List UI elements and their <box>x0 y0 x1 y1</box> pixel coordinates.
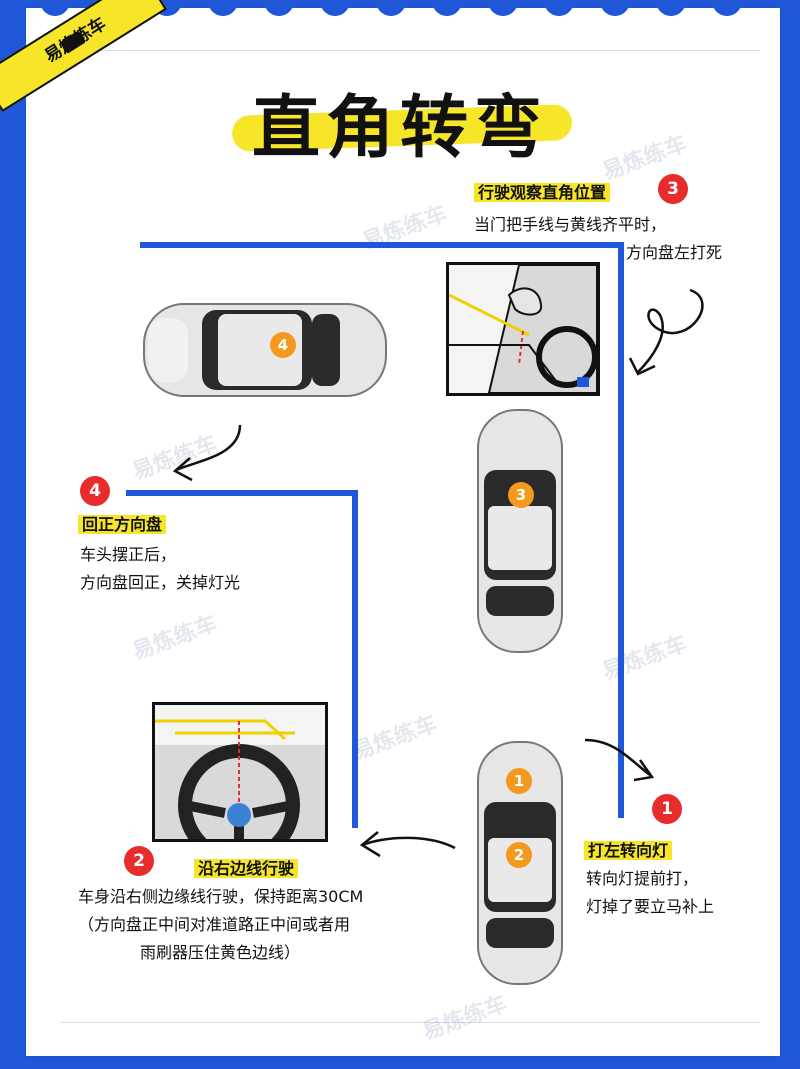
binder-hole <box>208 0 238 16</box>
arrow-step4 <box>175 424 242 472</box>
binder-hole <box>432 0 462 16</box>
arrowhead <box>172 457 193 482</box>
step-number: 3 <box>658 174 688 204</box>
car-top <box>143 303 387 397</box>
step-heading-text: 沿右边线行驶 <box>194 859 299 878</box>
step-heading-text: 打左转向灯 <box>584 841 673 860</box>
binder-hole <box>488 0 518 16</box>
path-line-top <box>140 242 624 248</box>
car-middle <box>477 409 563 653</box>
step-text: 车头摆正后， <box>80 545 177 564</box>
step-heading: 回正方向盘 <box>78 512 167 538</box>
step-heading: 沿右边线行驶 <box>194 856 299 882</box>
arrowhead <box>633 759 655 782</box>
page-title: 直角转弯 <box>251 89 548 168</box>
car-badge: 4 <box>270 332 296 358</box>
arrow-step1 <box>584 738 651 776</box>
step-text: 当门把手线与黄线齐平时， <box>474 215 667 234</box>
mirror-view-illustration <box>446 262 600 396</box>
step-text: 灯掉了要立马补上 <box>586 897 715 916</box>
arrow-step2 <box>361 836 456 850</box>
step-heading-text: 回正方向盘 <box>78 515 167 534</box>
step-text: 雨刷器压住黄色边线） <box>140 943 301 962</box>
step-text: 方向盘左打死 <box>626 243 723 262</box>
step-heading: 打左转向灯 <box>584 838 673 864</box>
steering-view-illustration <box>152 702 328 842</box>
binder-hole <box>544 0 574 16</box>
step-heading-text: 行驶观察直角位置 <box>474 183 611 202</box>
step-text: 方向盘回正，关掉灯光 <box>80 573 241 592</box>
step-number: 1 <box>652 794 682 824</box>
car-badge: 2 <box>506 842 532 868</box>
top-rule <box>60 50 760 51</box>
step-text: 车身沿右侧边缘线行驶，保持距离30CM <box>78 887 364 906</box>
car-badge: 1 <box>506 768 532 794</box>
binder-hole <box>600 0 630 16</box>
path-line-inner-right <box>352 490 358 828</box>
binder-hole <box>712 0 742 16</box>
step-number: 2 <box>124 846 154 876</box>
bottom-rule <box>60 1022 760 1023</box>
step-text: （方向盘正中间对准道路正中间或者用 <box>78 915 351 934</box>
arrowhead <box>359 831 381 858</box>
path-line-right <box>618 242 624 818</box>
binder-hole <box>320 0 350 16</box>
path-line-inner-top <box>126 490 358 496</box>
binder-hole <box>376 0 406 16</box>
car-badge: 3 <box>508 482 534 508</box>
arrowhead <box>628 357 656 376</box>
step-heading: 行驶观察直角位置 <box>474 180 611 206</box>
binder-hole <box>656 0 686 16</box>
binder-hole <box>40 0 70 16</box>
binder-hole <box>264 0 294 16</box>
arrow-step3 <box>637 288 704 373</box>
step-text: 转向灯提前打， <box>586 869 699 888</box>
step-number: 4 <box>80 476 110 506</box>
